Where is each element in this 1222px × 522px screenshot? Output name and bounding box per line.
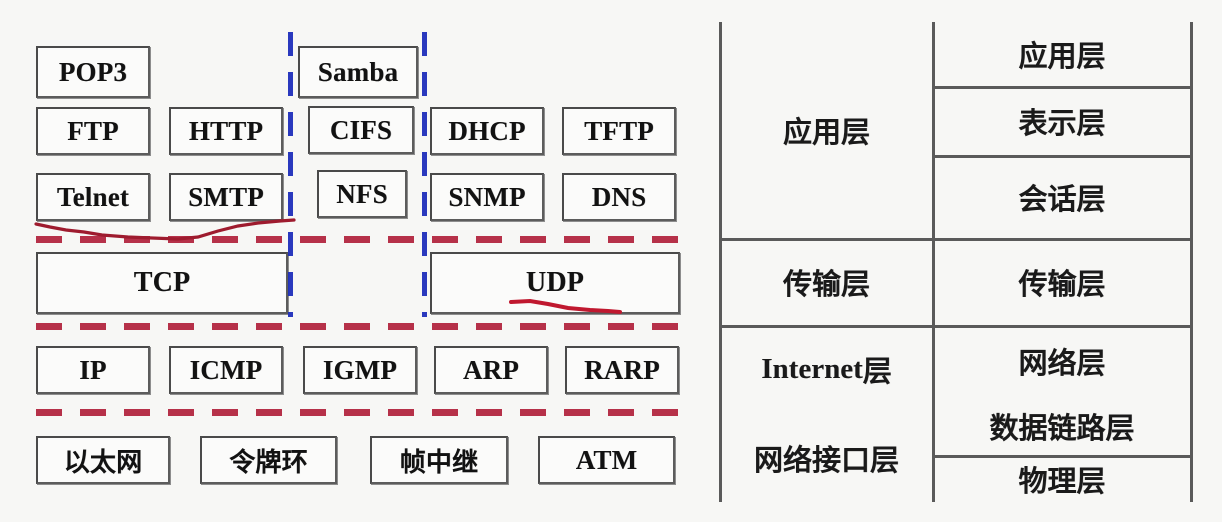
separator-transport-internet [36, 323, 691, 330]
protocol-box-ip: IP [36, 346, 150, 394]
table-cell-tcpip-application: 应用层 [782, 115, 870, 149]
table-rule-osi-sess-trans [932, 238, 1192, 241]
protocol-box-ethernet: 以太网 [36, 436, 170, 484]
separator-internet-network-interface [36, 409, 691, 416]
protocol-box-tftp: TFTP [562, 107, 676, 155]
table-cell-osi-network: 网络层 [1018, 346, 1106, 380]
table-cell-osi-presentation: 表示层 [1018, 105, 1106, 140]
protocol-box-http: HTTP [169, 107, 283, 155]
table-cell-osi-physical: 物理层 [1018, 463, 1106, 498]
protocol-box-igmp: IGMP [303, 346, 417, 394]
protocol-box-smtp: SMTP [169, 173, 283, 221]
separator-vertical-right [422, 32, 427, 317]
separator-application-transport [36, 236, 691, 243]
protocol-box-telnet: Telnet [36, 173, 150, 221]
protocol-box-dhcp: DHCP [430, 107, 544, 155]
table-border-right [1190, 22, 1193, 502]
table-rule-tcpip-app-trans [719, 238, 935, 241]
protocol-box-arp: ARP [434, 346, 548, 394]
protocol-box-frame-relay: 帧中继 [370, 436, 508, 484]
table-rule-tcpip-trans-inet [719, 325, 935, 328]
table-cell-osi-application: 应用层 [1018, 39, 1106, 73]
protocol-box-ftp: FTP [36, 107, 150, 155]
protocol-box-samba: Samba [298, 46, 418, 98]
table-cell-tcpip-internet-prefix: Internet [761, 352, 863, 385]
protocol-box-rarp: RARP [565, 346, 679, 394]
protocol-box-atm: ATM [538, 436, 675, 484]
table-rule-osi-pres-sess [932, 155, 1192, 158]
protocol-box-dns: DNS [562, 173, 676, 221]
table-rule-osi-app-pres [932, 86, 1192, 89]
table-cell-osi-session: 会话层 [1018, 181, 1106, 216]
table-border-left [719, 22, 722, 502]
table-cell-tcpip-internet-suffix: 层 [862, 354, 892, 388]
table-rule-osi-trans-net [932, 325, 1192, 328]
table-cell-tcpip-network-interface: 网络接口层 [753, 442, 899, 477]
protocol-box-snmp: SNMP [430, 173, 544, 221]
table-cell-tcpip-transport: 传输层 [782, 266, 870, 301]
table-cell-osi-data-link: 数据链路层 [989, 411, 1135, 445]
protocol-box-tcp: TCP [36, 252, 288, 314]
table-rule-osi-datalink-phys [932, 455, 1192, 458]
table-divider-middle [932, 22, 935, 502]
protocol-box-nfs: NFS [317, 170, 407, 218]
separator-vertical-left [288, 32, 293, 317]
protocol-box-cifs: CIFS [308, 106, 414, 154]
protocol-box-pop3: POP3 [36, 46, 150, 98]
protocol-box-token-ring: 令牌环 [200, 436, 337, 484]
protocol-box-icmp: ICMP [169, 346, 283, 394]
table-cell-osi-transport: 传输层 [1018, 266, 1106, 301]
